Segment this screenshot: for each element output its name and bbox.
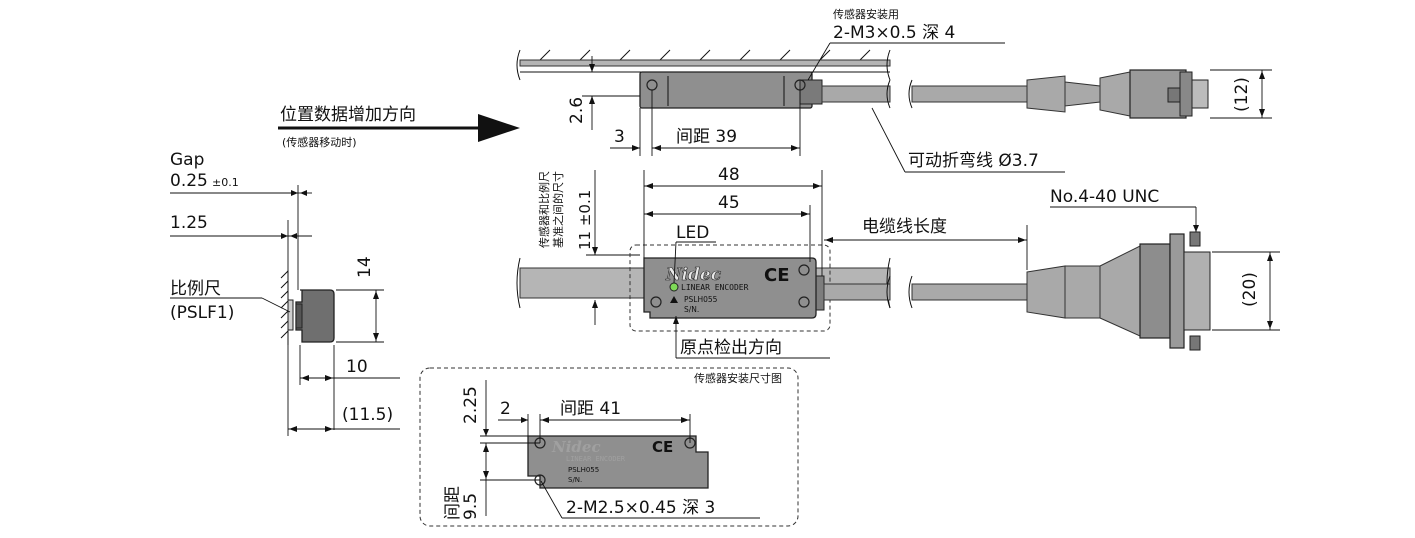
connector-top (1026, 75, 1066, 113)
scale-name: 比例尺 (170, 279, 221, 299)
dim-2: 2 (500, 399, 511, 419)
front-view: 传感器和比例尺 基准之间的尺寸 11 ±0.1 Nidec CE LINEAR … (516, 165, 1280, 359)
sensor-front-body: Nidec CE LINEAR ENCODER PSLH055 S/N. (643, 257, 825, 319)
side-note-line-1: 传感器和比例尺 (537, 171, 551, 248)
dim-48: 48 (718, 165, 740, 185)
ceiling-hatch (539, 49, 871, 61)
direction-arrow: 位置数据增加方向 (传感器移动时) (278, 105, 520, 149)
side-note-line-2: 基准之间的尺寸 (551, 171, 565, 248)
sensor-top-body (639, 71, 813, 109)
cable-length-label: 电缆线长度 (862, 217, 947, 237)
led-indicator (669, 282, 679, 292)
mount-title: 传感器安装尺寸图 (694, 371, 782, 385)
dim-1-25: 1.25 (170, 213, 208, 233)
sensor-mount-label: 传感器安装用 (833, 7, 899, 21)
unc-label: No.4-40 UNC (1050, 187, 1159, 207)
connector-front (1026, 231, 1211, 351)
mount-sensor-serial: S/N. (568, 476, 582, 484)
dim-2-6: 2.6 (567, 97, 587, 124)
mount-detail: 传感器安装尺寸图 Nidec CE LINEAR ENCODER PSLH055… (419, 367, 799, 527)
pitch-41: 间距 41 (560, 399, 621, 419)
led-label: LED (676, 223, 709, 243)
sensor-serial-text: S/N. (684, 305, 699, 314)
origin-direction-label: 原点检出方向 (680, 338, 782, 358)
pitch-9-5-label: 间距 (443, 486, 463, 520)
cable-flex-label: 可动折弯线 Ø3.7 (908, 151, 1039, 171)
mount-sensor-brand: Nidec (551, 438, 601, 456)
sensor-brand: Nidec (665, 265, 722, 285)
sensor-line-text: LINEAR ENCODER (681, 283, 749, 292)
direction-label: 位置数据增加方向 (280, 105, 416, 125)
top-view: (12) 传感器安装用 2-M3×0.5 深 4 2.6 3 间距 39 可动折… (516, 7, 1272, 173)
sensor-ce-mark: CE (764, 265, 790, 286)
sensor-side-body (295, 289, 335, 343)
gap-value: 0.25 (170, 171, 208, 191)
scale-model: (PSLF1) (170, 303, 234, 323)
direction-sub-label: (传感器移动时) (282, 136, 357, 149)
dim-12: (12) (1232, 77, 1252, 112)
dim-14: 14 (355, 256, 375, 278)
pitch-9-5-value: 9.5 (461, 493, 481, 520)
dim-3: 3 (614, 127, 625, 147)
pitch-39: 间距 39 (676, 127, 737, 147)
dim-10: 10 (346, 357, 368, 377)
mount-screw-label: 2-M2.5×0.45 深 3 (566, 498, 715, 518)
dim-20: (20) (1240, 272, 1260, 307)
scale-side-view: Gap 0.25 ±0.1 1.25 比例尺 (PSLF1) 14 10 (11… (170, 150, 400, 436)
sensor-screw-label: 2-M3×0.5 深 4 (833, 23, 955, 43)
mount-sensor-outline: Nidec CE LINEAR ENCODER PSLH055 S/N. (527, 435, 709, 489)
gap-tolerance: ±0.1 (212, 176, 239, 189)
mount-sensor-model: PSLH055 (568, 466, 599, 474)
dim-45: 45 (718, 193, 740, 213)
gap-title: Gap (170, 150, 204, 170)
scale-strip-side (287, 299, 294, 331)
mount-sensor-ce: CE (652, 438, 673, 456)
scale-hatch (280, 270, 289, 339)
mount-sensor-line: LINEAR ENCODER (566, 455, 626, 463)
dim-11-5: (11.5) (342, 405, 393, 425)
dim-2-25: 2.25 (461, 386, 481, 424)
sensor-model-text: PSLH055 (684, 295, 718, 304)
dim-11-tolerance: 11 ±0.1 (576, 190, 594, 250)
